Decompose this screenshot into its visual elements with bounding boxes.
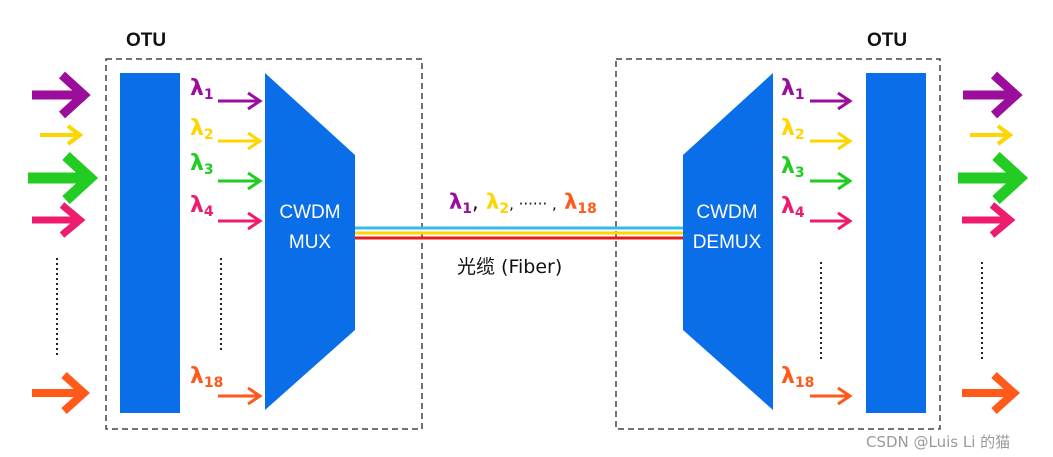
cwdm-demux-block bbox=[683, 73, 773, 410]
mux-lambda-1: λ1 bbox=[190, 76, 214, 104]
cwdm-mux-block bbox=[265, 73, 355, 410]
right-otu-label: OTU bbox=[867, 30, 908, 51]
right-output-arrow-3 bbox=[958, 151, 1029, 205]
demux-label-line2: DEMUX bbox=[692, 232, 762, 253]
demux-lambda-3: λ3 bbox=[781, 154, 805, 182]
demux-lambda-4: λ4 bbox=[781, 194, 805, 222]
mux-input-arrow-2 bbox=[218, 131, 263, 151]
right-output-arrow-1 bbox=[963, 71, 1023, 119]
right-otu-block bbox=[866, 73, 926, 413]
mux-lambda-2: λ2 bbox=[190, 116, 214, 144]
mux-input-arrow-1 bbox=[218, 91, 263, 111]
left-input-arrow-2 bbox=[40, 124, 84, 146]
mux-input-arrow-3 bbox=[218, 171, 263, 191]
right-output-arrow-2 bbox=[970, 124, 1014, 146]
demux-output-arrow-4 bbox=[810, 211, 853, 231]
mux-lambda-18: λ18 bbox=[190, 364, 224, 392]
left-otu-label: OTU bbox=[126, 30, 167, 51]
fiber-label: 光缆 (Fiber) bbox=[457, 256, 563, 278]
demux-lambda-1: λ1 bbox=[781, 76, 805, 104]
left-otu-block bbox=[120, 73, 180, 413]
demux-lambda-18: λ18 bbox=[781, 364, 815, 392]
right-output-arrow-4 bbox=[962, 202, 1016, 238]
demux-output-arrow-3 bbox=[810, 171, 853, 191]
mux-lambda-3: λ3 bbox=[190, 151, 214, 179]
demux-label: CWDM DEMUX bbox=[683, 198, 771, 258]
left-input-arrow-3 bbox=[28, 151, 99, 205]
mux-label: CWDM MUX bbox=[268, 198, 352, 258]
demux-output-arrow-1 bbox=[810, 91, 853, 111]
mux-input-arrow-4 bbox=[218, 211, 263, 231]
mux-label-line2: MUX bbox=[288, 232, 332, 253]
mux-input-arrow-18 bbox=[218, 386, 263, 406]
left-otu-enclosure bbox=[105, 58, 423, 430]
demux-output-arrow-18 bbox=[810, 386, 853, 406]
right-otu-enclosure bbox=[615, 58, 941, 430]
fiber-wavelength-list: λ1, λ2, ······ , λ18 bbox=[449, 190, 597, 217]
left-input-arrow-18 bbox=[32, 372, 90, 414]
left-input-arrow-1 bbox=[32, 71, 91, 119]
mux-lambda-4: λ4 bbox=[190, 193, 214, 221]
mux-label-line1: CWDM bbox=[279, 202, 341, 223]
demux-label-line1: CWDM bbox=[696, 202, 758, 223]
watermark: CSDN @Luis Li 的猫 bbox=[866, 433, 1011, 451]
left-input-arrow-4 bbox=[32, 202, 86, 238]
right-output-arrow-18 bbox=[962, 372, 1020, 414]
demux-output-arrow-2 bbox=[810, 131, 853, 151]
demux-lambda-2: λ2 bbox=[781, 116, 805, 144]
